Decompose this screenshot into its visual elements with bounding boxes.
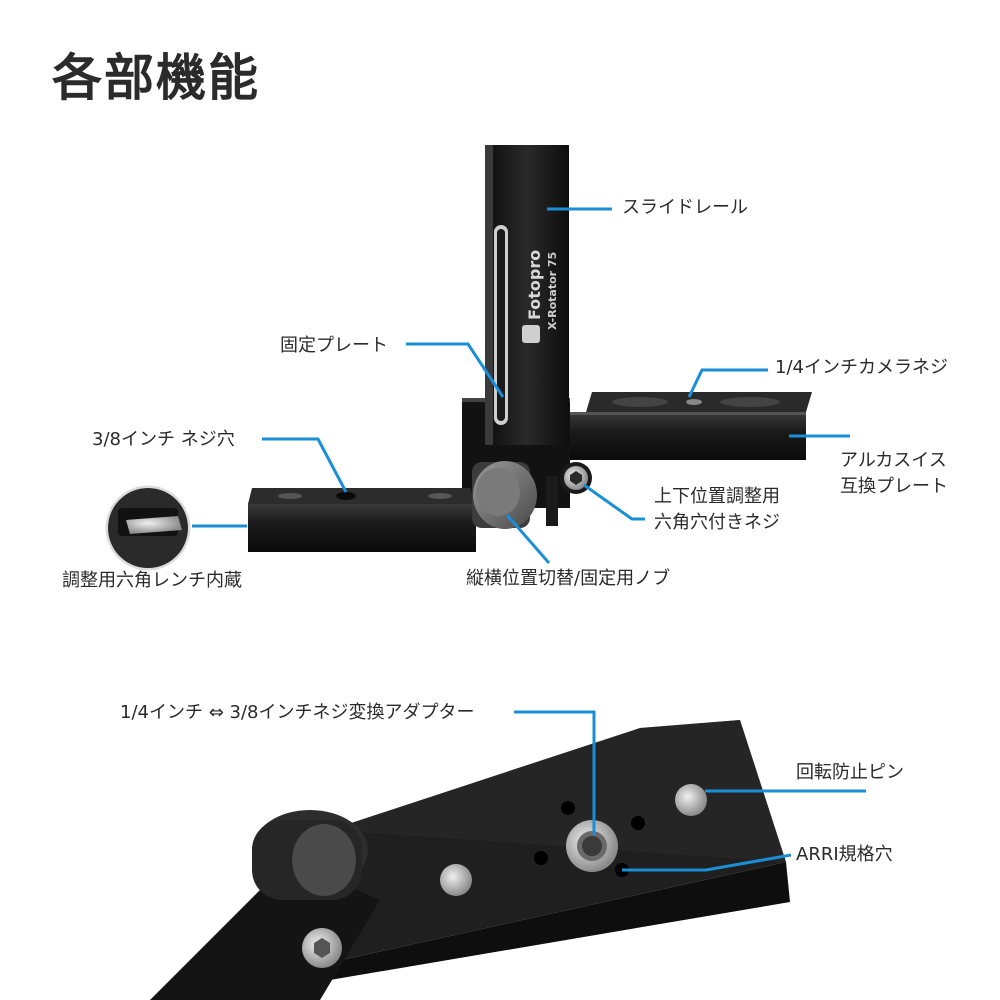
label-adjust-line2: 六角穴付きネジ [654, 512, 780, 533]
label-camera-screw: 1/4インチカメラネジ [775, 357, 948, 378]
label-knob: 縦横位置切替/固定用ノブ [466, 568, 671, 589]
label-adapter: 1/4インチ ⇔ 3/8インチネジ変換アダプター [120, 702, 475, 723]
model-text: X-Rotator 75 [546, 252, 559, 330]
lower-product [150, 720, 790, 1000]
label-screw-hole: 3/8インチ ネジ穴 [92, 429, 235, 450]
callout-line-fixed-plate [406, 342, 505, 398]
arca-plate [566, 392, 812, 460]
mode-knob [472, 461, 537, 529]
label-hex-wrench: 調整用六角レンチ内蔵 [62, 570, 242, 591]
label-adjust-line1: 上下位置調整用 [654, 486, 780, 507]
callout-line-knob [505, 514, 551, 564]
clamp-knob [150, 810, 380, 1000]
anti-twist-pins [440, 784, 707, 896]
label-arri-hole: ARRI規格穴 [796, 844, 893, 865]
brand-text: Fotopro [525, 250, 544, 320]
callout-lines [192, 207, 866, 872]
vertical-plate [485, 145, 569, 445]
callout-line-adjust [583, 483, 645, 521]
label-fixed-plate: 固定プレート [280, 335, 388, 356]
callout-line-camera-screw [687, 368, 768, 398]
label-arca-line2: 互換プレート [840, 476, 948, 497]
hex-wrench-inset [102, 482, 194, 574]
left-plate [248, 488, 476, 552]
label-anti-twist-pin: 回転防止ピン [796, 762, 904, 783]
label-slide-rail: スライドレール [622, 197, 748, 218]
label-arca-line1: アルカスイス [840, 450, 947, 471]
page-title: 各部機能 [52, 49, 260, 107]
upper-product: Fotopro X-Rotator 75 [248, 145, 812, 552]
callout-line-arri [622, 853, 792, 872]
thread-adapter [566, 820, 618, 872]
callout-line-adapter [514, 710, 596, 835]
callout-line-screw-hole [262, 437, 348, 493]
